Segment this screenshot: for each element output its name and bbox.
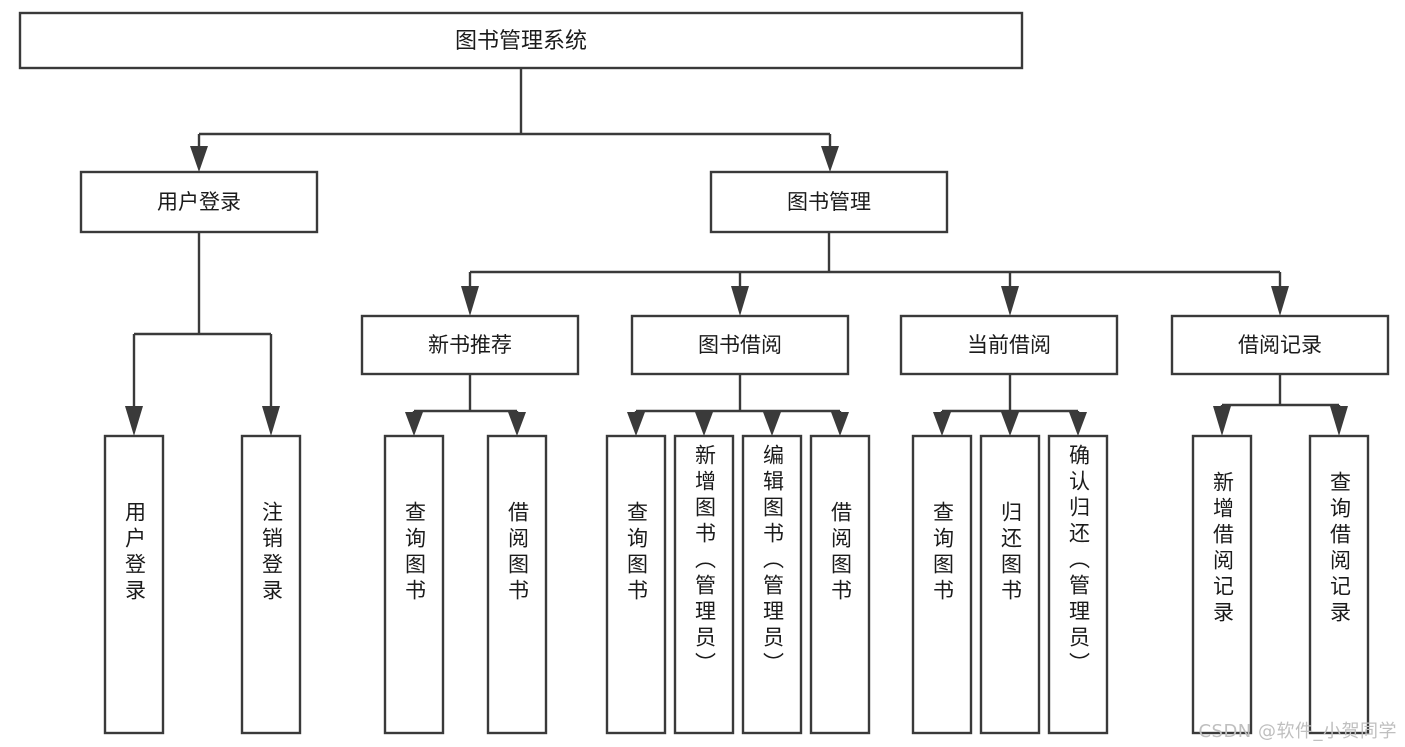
node-new-book-recommend-label: 新书推荐: [428, 333, 512, 357]
connector-borrowrecord-to-leaves: [1213, 374, 1348, 436]
leaf-box-add-book-admin[interactable]: [673, 434, 735, 735]
arrow-head-icon: [262, 406, 280, 436]
leaf-box-borrow-book-2[interactable]: [809, 434, 871, 735]
connector-root-to-level2: [190, 68, 839, 172]
leaf-box-query-borrow-record[interactable]: [1308, 434, 1370, 735]
arrow-head-icon: [1213, 406, 1231, 436]
node-root-label: 图书管理系统: [455, 29, 587, 54]
leaf-boxes-current-borrow: [911, 434, 1109, 735]
connector-userlogin-to-leaves: [125, 232, 280, 436]
arrow-head-icon: [1271, 286, 1289, 316]
leaf-boxes-user-login: [103, 434, 302, 735]
leaf-box-user-login[interactable]: [103, 434, 165, 735]
leaf-box-query-book-1[interactable]: [383, 434, 445, 735]
connector-bookmgmt-to-level3: [461, 232, 1289, 316]
leaf-box-add-borrow-record[interactable]: [1191, 434, 1253, 735]
node-new-book-recommend-box: [360, 314, 580, 376]
node-current-borrow-label: 当前借阅: [967, 333, 1051, 357]
node-book-management[interactable]: 图书管理: [709, 170, 949, 234]
node-root-system[interactable]: 图书管理系统: [18, 11, 1024, 70]
arrow-head-icon: [763, 412, 781, 436]
arrow-head-icon: [695, 412, 713, 436]
node-new-book-recommend[interactable]: 新书推荐: [360, 314, 580, 376]
node-book-management-label: 图书管理: [787, 190, 871, 214]
node-borrow-record-box: [1170, 314, 1390, 376]
node-book-borrow[interactable]: 图书借阅: [630, 314, 850, 376]
arrow-head-icon: [461, 286, 479, 316]
node-user-login-label: 用户登录: [157, 190, 241, 214]
node-book-borrow-box: [630, 314, 850, 376]
connector-currentborrow-to-leaves: [933, 374, 1087, 436]
arrow-head-icon: [1330, 406, 1348, 436]
node-book-management-box: [709, 170, 949, 234]
node-root-box: [18, 11, 1024, 70]
leaf-box-confirm-return-admin[interactable]: [1047, 434, 1109, 735]
arrow-head-icon: [1001, 412, 1019, 436]
connector-bookborrow-to-leaves: [627, 374, 849, 436]
arrow-head-icon: [731, 286, 749, 316]
leaf-box-borrow-book-1[interactable]: [486, 434, 548, 735]
arrow-head-icon: [627, 412, 645, 436]
node-borrow-record[interactable]: 借阅记录: [1170, 314, 1390, 376]
arrow-head-icon: [125, 406, 143, 436]
leaf-box-query-book-2[interactable]: [605, 434, 667, 735]
node-user-login[interactable]: 用户登录: [79, 170, 319, 234]
leaf-box-logout[interactable]: [240, 434, 302, 735]
node-user-login-box: [79, 170, 319, 234]
leaf-box-edit-book-admin[interactable]: [741, 434, 803, 735]
arrow-head-icon: [190, 146, 208, 172]
leaf-box-query-book-3[interactable]: [911, 434, 973, 735]
leaf-boxes-borrow-record: [1191, 434, 1370, 735]
arrow-head-icon: [508, 412, 526, 436]
leaf-boxes-new-book-recommend: [383, 434, 548, 735]
arrow-head-icon: [405, 412, 423, 436]
leaf-boxes-book-borrow: [605, 434, 871, 735]
arrow-head-icon: [1001, 286, 1019, 316]
node-current-borrow[interactable]: 当前借阅: [899, 314, 1119, 376]
connector-newbook-to-leaves: [405, 374, 526, 436]
leaf-box-return-book[interactable]: [979, 434, 1041, 735]
arrow-head-icon: [831, 412, 849, 436]
node-book-borrow-label: 图书借阅: [698, 333, 782, 357]
node-borrow-record-label: 借阅记录: [1238, 333, 1322, 357]
node-current-borrow-box: [899, 314, 1119, 376]
arrow-head-icon: [933, 412, 951, 436]
arrow-head-icon: [1069, 412, 1087, 436]
arrow-head-icon: [821, 146, 839, 172]
csdn-watermark: CSDN @软件_小贺同学: [1198, 721, 1397, 742]
